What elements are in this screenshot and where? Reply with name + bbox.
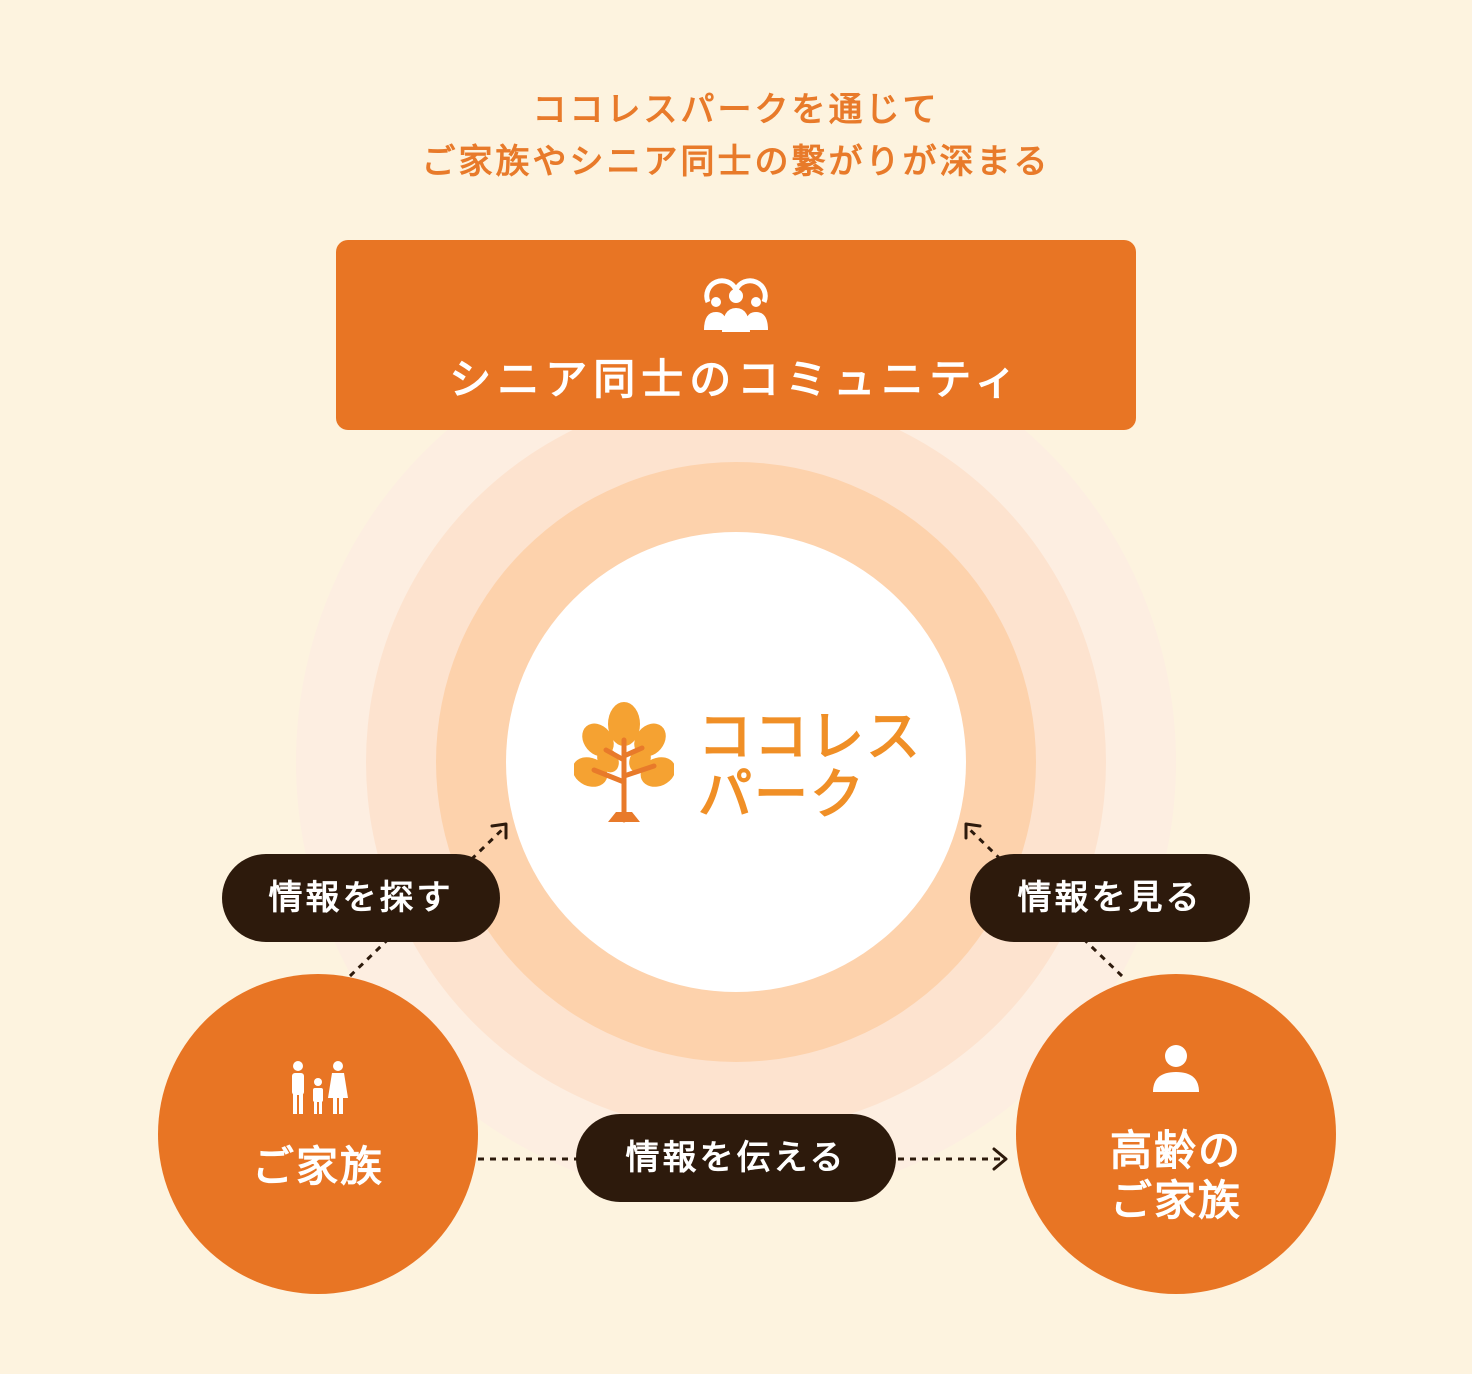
- view-info-label: 情報を見る: [970, 854, 1250, 942]
- headline-line-2: ご家族やシニア同士の繋がりが深まる: [421, 142, 1051, 182]
- arrow-view-head: [964, 822, 982, 840]
- logo-line-1: ココレス: [698, 705, 922, 768]
- family-node: ご家族: [158, 974, 478, 1294]
- tree-logo-icon: [574, 702, 674, 823]
- arrow-tell-head: [992, 1147, 1008, 1171]
- cocores-park-logo: ココレス パーク: [574, 700, 920, 830]
- community-box: シニア同士のコミュニティ: [336, 240, 1136, 430]
- senior-label-line-2: ご家族: [1109, 1176, 1242, 1225]
- tell-info-label: 情報を伝える: [576, 1114, 896, 1202]
- logo-wordmark: ココレス パーク: [698, 708, 922, 824]
- headline: ココレスパークを通じて ご家族やシニア同士の繋がりが深まる: [0, 84, 1472, 188]
- person-icon: [1153, 1045, 1199, 1092]
- senior-family-node: 高齢の ご家族: [1016, 974, 1336, 1294]
- search-info-label: 情報を探す: [222, 854, 500, 942]
- senior-family-label: 高齢の ご家族: [1016, 1126, 1336, 1226]
- logo-line-2: パーク: [698, 763, 866, 826]
- arrow-search-head: [490, 822, 508, 840]
- community-label: シニア同士のコミュニティ: [449, 355, 1023, 404]
- family-icon: [292, 1061, 348, 1114]
- senior-label-line-1: 高齢の: [1109, 1126, 1242, 1175]
- headline-line-1: ココレスパークを通じて: [532, 90, 940, 130]
- community-group-icon: [704, 278, 768, 332]
- family-label: ご家族: [251, 1142, 384, 1191]
